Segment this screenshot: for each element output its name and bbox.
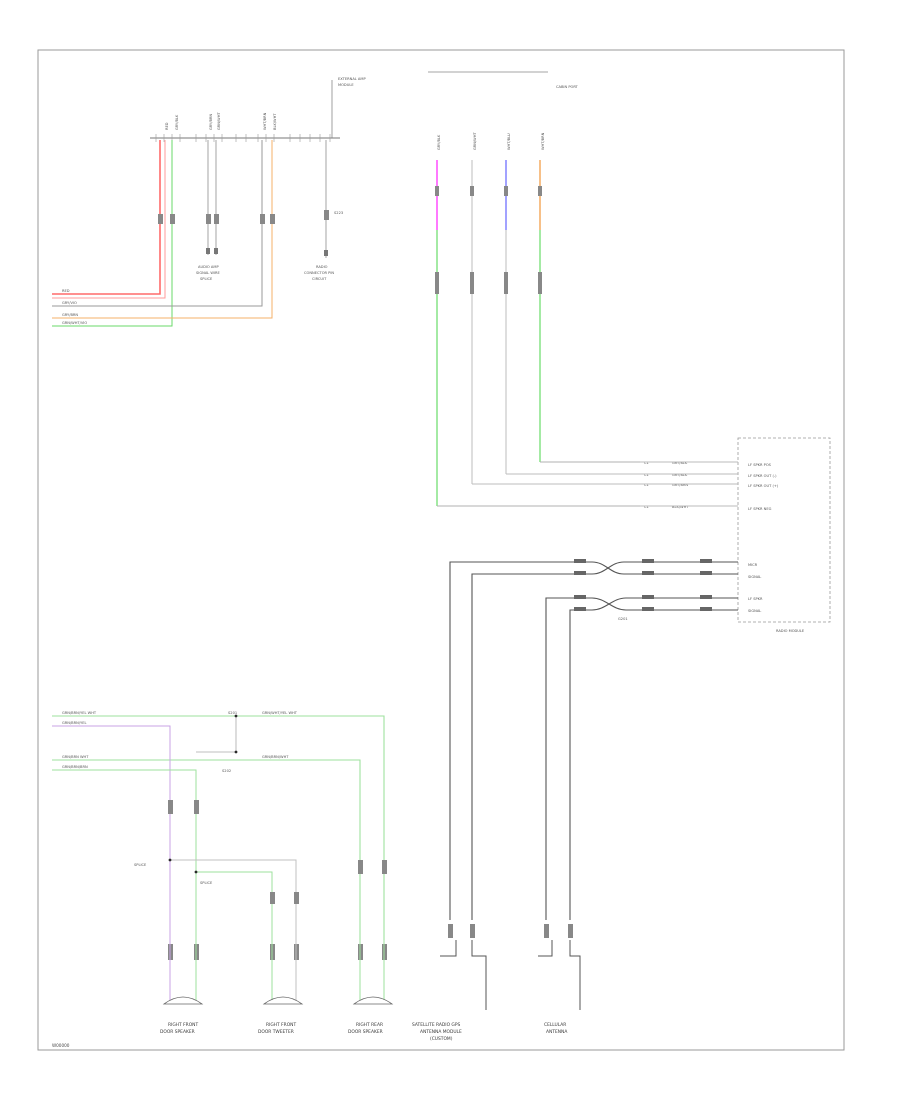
module-pin: LF SPKR POS xyxy=(748,463,772,467)
device-caption: (CUSTOM) xyxy=(430,1036,453,1042)
splice-label: S202 xyxy=(222,769,231,773)
module-caption: RADIO MODULE xyxy=(776,629,805,633)
device-caption: SATELLITE RADIO GPS xyxy=(412,1022,460,1028)
pin-label: GRY/BRN xyxy=(672,483,688,487)
footer-code: W00000 xyxy=(52,1043,70,1048)
pin-label: GRY/BLK xyxy=(175,114,179,130)
device-caption: ANTENNA MODULE xyxy=(420,1029,462,1035)
center-title: CABIN PORT xyxy=(556,85,579,89)
device-caption: AUDIO AMP xyxy=(198,265,219,269)
module-pin: SIGNAL xyxy=(748,575,761,579)
module-pin: SIGNAL xyxy=(748,609,761,613)
pin-label: GRY/BLK xyxy=(437,134,441,150)
splice-label: S223 xyxy=(334,211,343,215)
module-pin: LF SPKR NEG xyxy=(748,507,772,511)
device-caption: CELLULAR xyxy=(544,1022,566,1028)
pin-label: WHT/BRN xyxy=(263,112,267,130)
pin-label: GRY/BLK xyxy=(672,473,688,477)
wire-label: GRN/BRN/BRN xyxy=(62,765,88,769)
device-caption: DOOR TWEETER xyxy=(258,1029,294,1035)
module-pin: LF SPKR OUT (+) xyxy=(748,484,779,488)
device-caption: ANTENNA xyxy=(546,1029,567,1035)
amp-connector-group: EXTERNAL AMP MODULE RED GRY/BLK GRY/BRN … xyxy=(52,77,366,327)
pin-label: GRN/WHT xyxy=(473,132,477,150)
module-pin: LF SPKR xyxy=(748,597,763,601)
wire-label: GRN/BRN/YEL xyxy=(62,721,87,725)
splice-label: G201 xyxy=(618,617,628,621)
wire-red xyxy=(52,140,161,295)
module-pin: LF SPKR OUT (-) xyxy=(748,474,777,478)
wire-tag: C1 xyxy=(644,461,649,465)
device-caption: CONNECTOR PIN xyxy=(304,271,334,275)
diagram-frame xyxy=(37,49,845,1051)
module-note-2: MODULE xyxy=(338,83,354,87)
device-caption: RIGHT FRONT xyxy=(168,1022,198,1028)
device-caption: RADIO xyxy=(316,265,328,269)
wire-label: GRN/BRN/WHT xyxy=(262,755,289,759)
wire-label: GRN/BRN WHT xyxy=(62,755,89,759)
device-caption: SIGNAL WIRE xyxy=(196,271,221,275)
pin-label: GRY/BLK xyxy=(672,461,688,465)
device-caption: SPLICE xyxy=(200,277,213,281)
pin-label: WHT/BLU xyxy=(507,133,511,150)
speaker-harness: GRN/BRN/YEL WHT GRN/BRN/YEL GRN/BRN WHT … xyxy=(52,711,394,1035)
wire-label: GRN/WHT/YEL WHT xyxy=(262,711,298,715)
splice-label: SPLICE xyxy=(200,881,213,885)
device-caption: DOOR SPEAKER xyxy=(160,1029,195,1035)
pin-label: BLK/WHT xyxy=(672,505,689,509)
device-caption: RIGHT FRONT xyxy=(266,1022,296,1028)
wire-tag: C1 xyxy=(644,473,649,477)
wire-green xyxy=(52,140,173,327)
radio-module: RADIO MODULE C1 C1 C1 C1 GRY/BLK GRY/BLK… xyxy=(449,437,831,920)
device-caption: CIRCUIT xyxy=(312,277,327,281)
pin-label: WHT/BRN xyxy=(541,132,545,150)
inline-label: GRY/BRN xyxy=(62,313,78,317)
wire-orange xyxy=(52,140,273,319)
pin-label: GRY/BRN xyxy=(209,114,213,130)
pin-label: GRN/WHT xyxy=(217,112,221,130)
wire-label: GRN/BRN/YEL WHT xyxy=(62,711,97,715)
wire-tag: C1 xyxy=(644,483,649,487)
wire-tag: C1 xyxy=(644,505,649,509)
device-caption: DOOR SPEAKER xyxy=(348,1029,383,1035)
inline-label: GRN/WHT/VIO xyxy=(62,321,87,325)
wire-gray xyxy=(52,140,263,307)
inline-label: GRY/VIO xyxy=(62,301,77,305)
module-note-1: EXTERNAL AMP xyxy=(338,77,366,81)
module-pin: MICR xyxy=(748,563,758,567)
device-caption: RIGHT REAR xyxy=(356,1022,383,1028)
radio-feed-group: CABIN PORT GRY/BLK GRN/WHT WHT/BLU WHT/B… xyxy=(428,71,640,507)
pin-label: BLK/WHT xyxy=(273,113,277,130)
splice-label: SPLICE xyxy=(134,863,147,867)
splice-label: S201 xyxy=(228,711,237,715)
inline-label: RED xyxy=(62,289,70,293)
wire-red-shadow xyxy=(52,140,166,299)
pin-label: RED xyxy=(165,122,169,130)
antenna-group: SATELLITE RADIO GPS ANTENNA MODULE (CUST… xyxy=(412,924,581,1042)
